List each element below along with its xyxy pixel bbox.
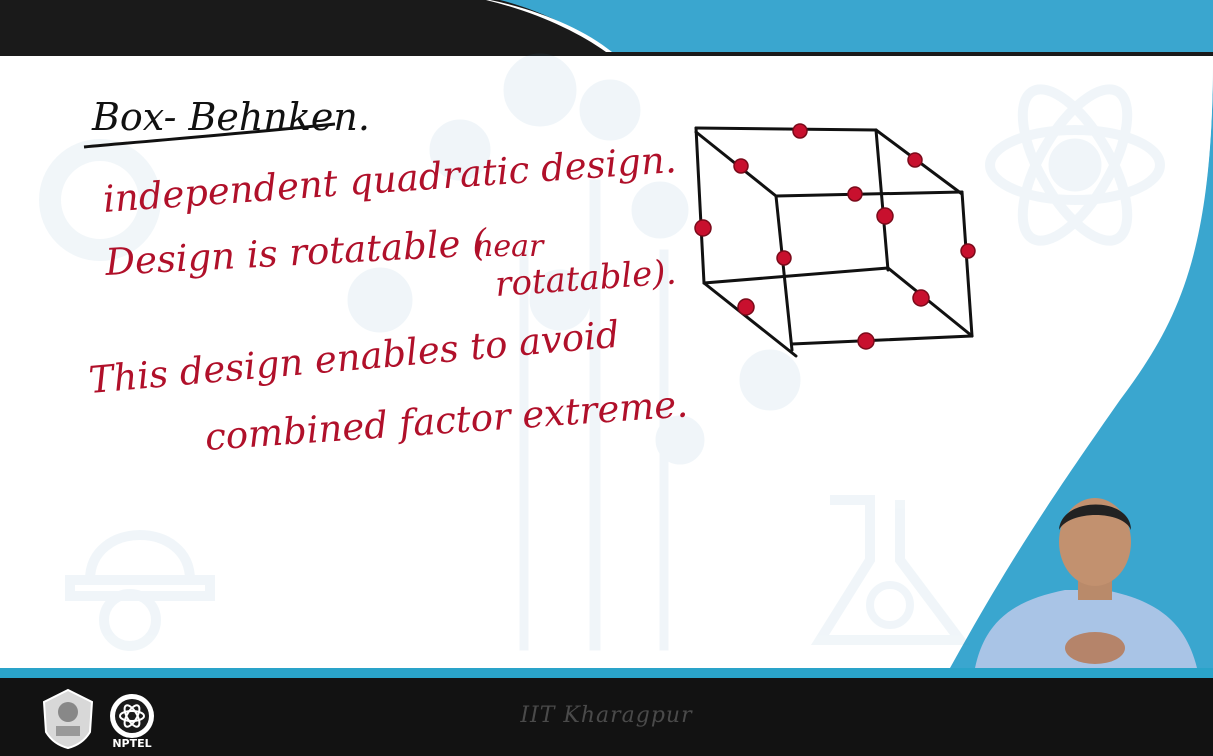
design-points [695,124,975,349]
line-combined-factor: combined factor extreme. [204,382,690,459]
presenter-video [945,480,1213,668]
line-independent-quadratic: independent quadratic design. [102,138,678,221]
design-point [738,299,754,315]
slide-title: Box- Behnken. [91,95,370,139]
design-point [877,208,893,224]
design-point [908,153,922,167]
line-design-rotatable: Design is rotatable ( [103,221,489,284]
design-point [913,290,929,306]
line-design-enables: This design enables to avoid [87,313,621,402]
design-point [961,244,975,258]
design-point [793,124,807,138]
nptel-label: NPTEL [108,737,156,750]
note-near: near [474,229,545,264]
note-rotatable: rotatable). [494,252,678,305]
design-point [858,333,874,349]
top-banner [0,0,1213,56]
design-point [848,187,862,201]
design-point [777,251,791,265]
institute-label: IIT Kharagpur [0,703,1213,728]
title-underline [84,124,335,147]
design-point [695,220,711,236]
footer-accent-strip [0,668,1213,678]
cube-diagram [696,128,972,356]
design-point [734,159,748,173]
